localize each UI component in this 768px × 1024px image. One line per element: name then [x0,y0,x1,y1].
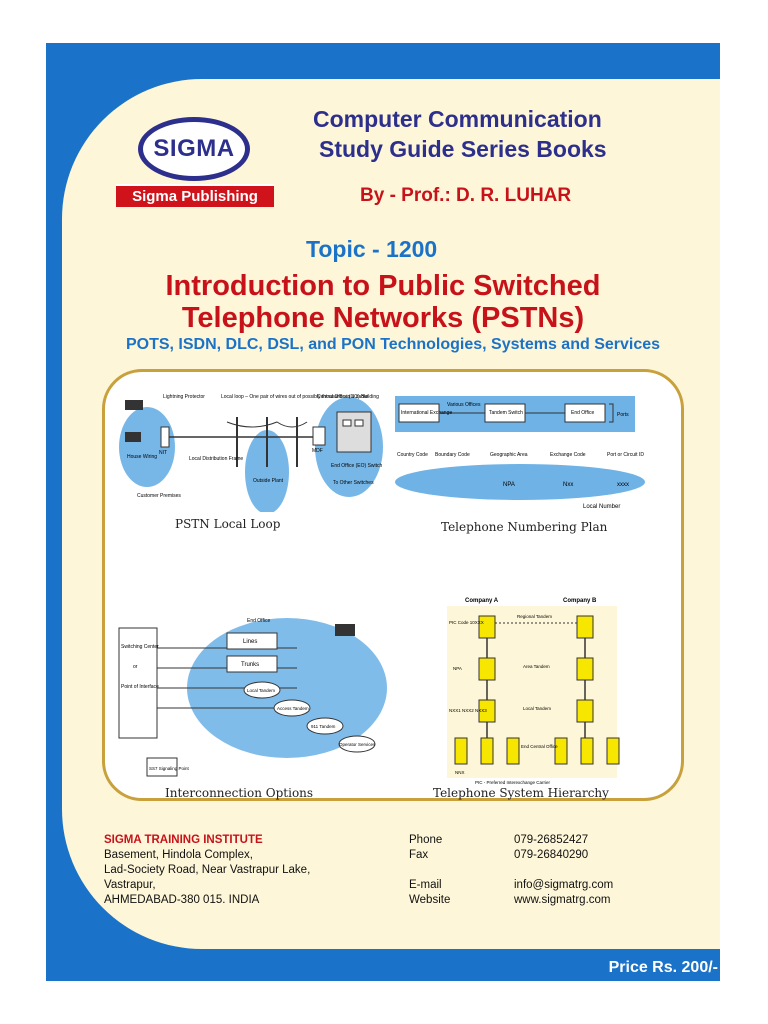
ss7-label: SS7 Signaling Point [149,766,190,771]
nnx-label: NNX [455,770,465,775]
exchange-code-label: Exchange Code [550,452,586,458]
tandem-switch-label: Tandem Switch [489,410,523,416]
switching-center-label: Switching Center [121,644,159,650]
hierarchy-caption: Telephone System Hierarchy [433,786,609,800]
outside-plant-label: Outside Plant [253,478,284,484]
website-value[interactable]: www.sigmatrg.com [514,894,611,906]
nxx-hier-label: NXX1 NXX2 NXX3 [449,708,487,713]
local-tandem-label: Local Tandem [247,688,275,693]
fax-value: 079-26840290 [514,849,589,861]
various-offices-label: Various Offices [447,402,481,408]
end-office-switch-label: End Office (EO) Switch [331,463,383,469]
nit-label: NIT [159,450,167,456]
other-switches-label: To Other Switches [333,480,374,486]
xxxx-label: xxxx [617,482,629,488]
series-title-line2: Study Guide Series Books [319,136,607,162]
lightning-label: Lightning Protector [163,394,205,400]
institute-name: SIGMA TRAINING INSTITUTE [104,834,263,846]
point-of-interface-label: Point of Interface [121,684,159,690]
house-wiring-label: House Wiring [127,454,157,460]
company-a-label: Company A [465,598,499,604]
npa-label: NPA [503,482,515,488]
numbering-plan-diagram: International Exchange Various Offices T… [395,396,645,510]
book-subtitle: POTS, ISDN, DLC, DSL, and PON Technologi… [125,336,661,353]
hierarchy-diagram: Company A Company B PIC Code 10XXX Regio… [447,598,620,785]
geographic-area-label: Geographic Area [490,452,528,458]
email-value[interactable]: info@sigmatrg.com [514,879,614,891]
book-title-line1: Introduction to Public Switched [165,270,601,302]
or-label: or [133,664,138,670]
local-loop-caption: PSTN Local Loop [175,517,281,531]
customer-premises-label: Customer Premises [137,493,181,499]
npa-hier-label: NPA [453,666,462,671]
tandem-911-label: 911 Tandem [311,724,336,729]
local-loop-label: Local loop – One pair of wires out of po… [221,394,368,400]
country-code-label: Country Code [397,452,428,458]
website-label: Website [409,894,451,906]
publisher-badge: Sigma Publishing [116,184,274,207]
central-office-label: Central Office (CO) Building [317,394,379,400]
end-central-office-label: End Central Office [521,744,558,749]
local-number-label: Local Number [583,504,620,510]
access-tandem-label: Access Tandem [277,706,309,711]
interconnection-diagram: Switching Center or Point of Interface E… [118,618,387,777]
book-title-line2: Telephone Networks (PSTNs) [181,302,585,334]
operator-services-label: Operator Services [339,742,376,747]
intl-exchange-label: International Exchange [401,410,452,416]
pic-code-label: PIC Code 10XXX [449,620,484,625]
lines-label: Lines [243,639,257,645]
phone-label: Phone [409,834,443,846]
diagram-collage: Lightning Protector Local loop – One pai… [102,369,684,801]
address-line-4: AHMEDABAD-380 015. INDIA [104,894,260,906]
company-b-label: Company B [563,598,597,604]
trunks-label: Trunks [241,662,259,668]
nxx-label: Nxx [563,482,573,488]
ports-label: Ports [617,412,629,418]
local-distribution-label: Local Distribution Frame [189,456,243,462]
topic-number: Topic - 1200 [306,236,438,262]
phone-value: 079-26852427 [514,834,589,846]
address-line-2: Lad-Society Road, Near Vastrapur Lake, [104,864,311,876]
author: By - Prof.: D. R. LUHAR [360,185,572,206]
regional-tandem-label: Regional Tandem [517,614,552,619]
end-office-label: End Office [247,618,270,624]
local-tandem-hier-label: Local Tandem [523,706,551,711]
numbering-plan-caption: Telephone Numbering Plan [441,520,608,534]
series-title-line1: Computer Communication [313,106,602,132]
logo-text: SIGMA [153,135,235,162]
mdf-label: MDF [312,448,323,454]
address-line-1: Basement, Hindola Complex, [104,849,253,861]
port-circuit-label: Port or Circuit ID [607,452,644,458]
price-tag: Price Rs. 200/- [608,959,718,976]
pic-footnote: PIC - Preferred Interexchange Carrier [475,780,551,785]
local-loop-diagram: Lightning Protector Local loop – One pai… [119,394,383,512]
book-cover: SIGMA Sigma Publishing Computer Communic… [46,43,720,981]
end-office-label: End Office [571,410,594,416]
email-label: E-mail [409,879,442,891]
address-line-3: Vastrapur, [104,879,156,891]
area-tandem-label: Area Tandem [523,664,550,669]
interconnection-caption: Interconnection Options [165,786,314,800]
boundary-code-label: Boundary Code [435,452,470,458]
fax-label: Fax [409,849,429,861]
sigma-logo: SIGMA [138,117,250,181]
